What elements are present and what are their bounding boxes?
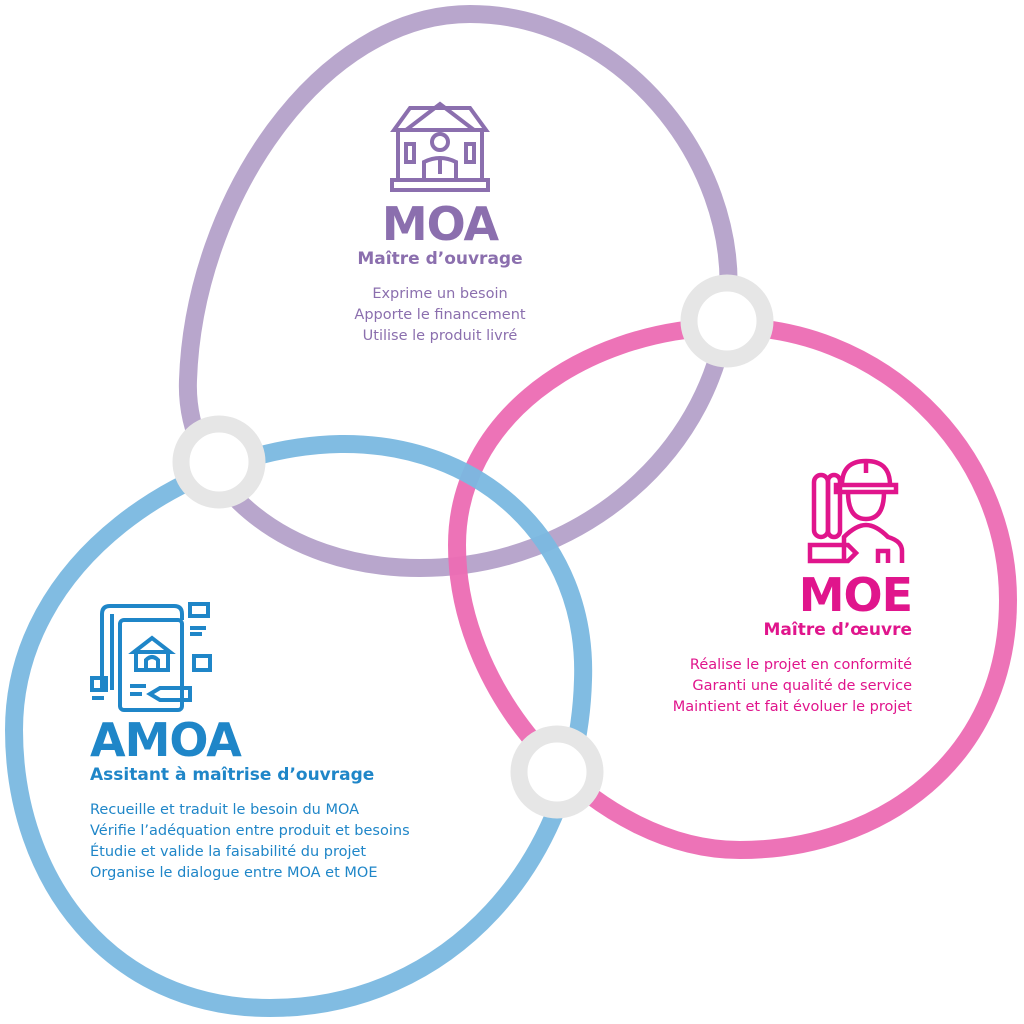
moa-title: MOA bbox=[381, 197, 499, 251]
amoa-role-line: Recueille et traduit le besoin du MOA bbox=[90, 802, 360, 818]
moe-blob bbox=[447, 317, 1018, 860]
moa-role-line: Utilise le produit livré bbox=[362, 328, 518, 344]
engineer-hardhat-icon bbox=[807, 458, 905, 564]
moe-role-line: Garanti une qualité de service bbox=[692, 678, 912, 694]
amoa-role-line: Organise le dialogue entre MOA et MOE bbox=[90, 865, 378, 881]
amoa-section: AMOA Assitant à maîtrise d’ouvrage Recue… bbox=[90, 600, 510, 884]
moa-blob bbox=[178, 4, 738, 578]
moa-subtitle: Maître d’ouvrage bbox=[357, 249, 523, 269]
moe-role-line: Réalise le projet en conformité bbox=[689, 657, 912, 673]
moe-role-line: Maintient et fait évoluer le projet bbox=[672, 699, 912, 715]
amoa-title: AMOA bbox=[90, 713, 242, 767]
moa-role-line: Exprime un besoin bbox=[372, 286, 508, 302]
moe-subtitle: Maître d’œuvre bbox=[763, 620, 912, 640]
house-person-icon bbox=[390, 101, 490, 192]
blueprint-document-icon bbox=[90, 602, 212, 712]
moe-title: MOE bbox=[798, 568, 913, 622]
amoa-blob bbox=[4, 434, 593, 1018]
connector-ring-amoa-moe bbox=[510, 725, 604, 819]
connector-ring-moa-moe bbox=[680, 274, 774, 368]
moa-section: MOA Maître d’ouvrage Exprime un besoin A… bbox=[300, 100, 580, 347]
moe-section: MOE Maître d’œuvre Réalise le projet en … bbox=[600, 455, 913, 718]
connector-ring-moa-amoa bbox=[172, 415, 266, 509]
moa-role-line: Apporte le financement bbox=[354, 307, 526, 323]
amoa-role-line: Vérifie l’adéquation entre produit et be… bbox=[90, 823, 410, 839]
amoa-role-line: Étudie et valide la faisabilité du proje… bbox=[90, 844, 367, 860]
amoa-subtitle: Assitant à maîtrise d’ouvrage bbox=[90, 765, 375, 785]
